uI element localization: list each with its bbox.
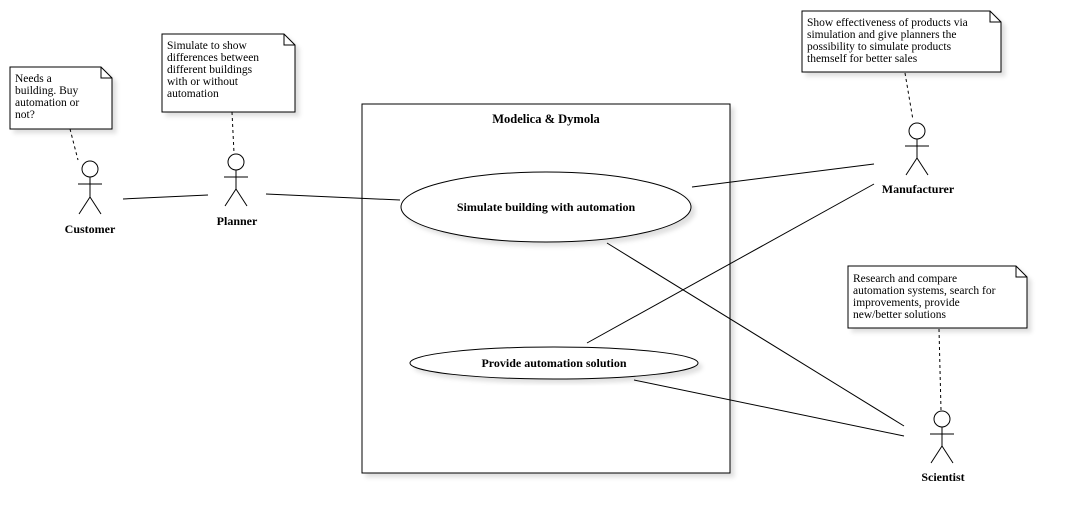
note-line: automation or (15, 97, 79, 109)
note-line: automation (167, 88, 219, 100)
use-case-simulate[interactable]: Simulate building with automation (400, 171, 692, 243)
note-line: simulation and give planners the (807, 29, 956, 41)
association-simulate-scientist (606, 242, 905, 427)
stick-figure-icon (78, 160, 102, 215)
actor-customer-label: Customer (65, 222, 116, 236)
actor-planner-label: Planner (217, 214, 258, 228)
actor-scientist[interactable]: Scientist (921, 410, 965, 484)
actor-manufacturer-label: Manufacturer (882, 182, 955, 196)
use-case-simulate-label: Simulate building with automation (457, 200, 636, 214)
note-customer: Needs a building. Buy automation or not? (9, 66, 113, 130)
note-line: improvements, provide (853, 297, 960, 309)
system-boundary: Modelica & Dymola (361, 103, 731, 474)
association-simulate-manufacturer (691, 163, 875, 188)
stick-figure-icon (930, 410, 954, 464)
stick-figure-icon (905, 122, 929, 176)
note-anchor-customer (69, 128, 79, 161)
note-line: Show effectiveness of products via (807, 17, 968, 29)
note-line: different buildings (167, 64, 253, 76)
note-line: Needs a (15, 73, 52, 85)
note-line: building. Buy (15, 85, 79, 97)
svg-text:Needs a building. Buy: Needs a building. Buy automation or not? (15, 73, 82, 121)
svg-text:Simulate to show differe: Simulate to show differences between dif… (167, 40, 262, 100)
note-line: Research and compare (853, 273, 957, 285)
note-line: with or without (167, 76, 239, 88)
note-line: new/better solutions (853, 309, 946, 321)
note-line: not? (15, 109, 35, 121)
note-anchor-scientist (938, 328, 942, 411)
association-provide-manufacturer (586, 183, 875, 344)
note-manufacturer: Show effectiveness of products via simul… (801, 10, 1002, 73)
note-line: differences between (167, 52, 259, 64)
system-title: Modelica & Dymola (492, 112, 600, 126)
svg-text:Research and compare aut: Research and compare automation systems,… (853, 273, 998, 321)
actor-scientist-label: Scientist (921, 470, 964, 484)
association-customer-planner (122, 194, 209, 200)
actor-manufacturer[interactable]: Manufacturer (882, 122, 955, 196)
note-anchors (69, 72, 942, 411)
note-scientist: Research and compare automation systems,… (847, 265, 1028, 329)
stick-figure-icon (224, 153, 248, 207)
use-case-provide[interactable]: Provide automation solution (409, 346, 699, 380)
use-case-provide-label: Provide automation solution (481, 356, 626, 370)
note-anchor-manufacturer (904, 72, 914, 121)
note-line: Simulate to show (167, 40, 248, 52)
note-line: automation systems, search for (853, 285, 996, 297)
note-line: possibility to simulate products (807, 41, 952, 53)
association-planner-simulate (265, 193, 401, 201)
actor-customer[interactable]: Customer (65, 160, 116, 236)
associations (122, 163, 905, 437)
actor-planner[interactable]: Planner (217, 153, 258, 228)
note-line: themself for better sales (807, 53, 918, 65)
svg-text:Show effectiveness of products: Show effectiveness of products via simul… (807, 17, 971, 65)
note-anchor-planner (231, 111, 235, 154)
note-planner: Simulate to show differences between dif… (161, 33, 296, 113)
association-provide-scientist (633, 379, 905, 437)
